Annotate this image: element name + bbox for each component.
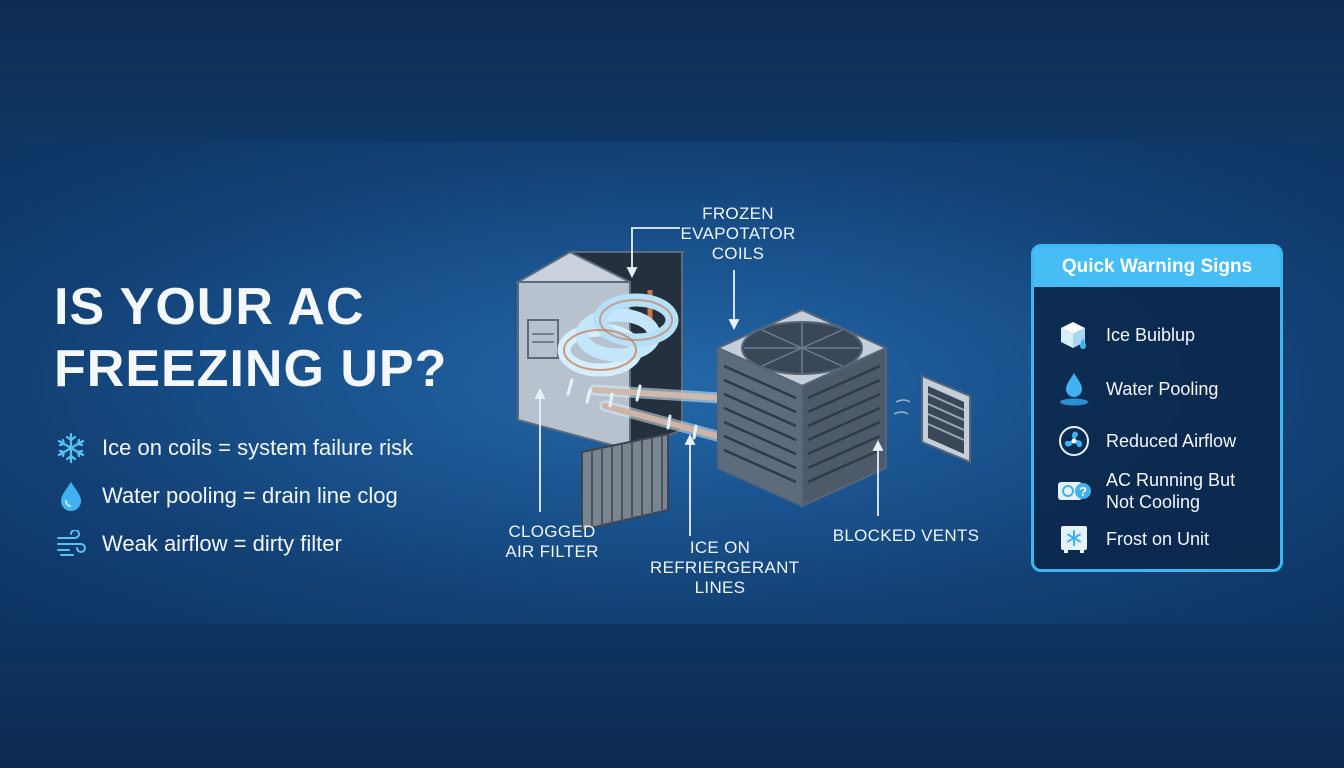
sign-frost-on-unit: Frost on Unit — [1056, 521, 1209, 557]
bullet-water-text: Water pooling = drain line clog — [102, 483, 398, 508]
ac-diagram: FROZEN EVAPOTATOR COILS CLOGGED AIR FILT… — [500, 190, 1020, 610]
fan-icon — [1056, 423, 1092, 459]
warning-signs-panel: Quick Warning Signs Ice Buiblup Water Po… — [1031, 244, 1283, 572]
snowflake-icon — [54, 431, 88, 465]
water-drop-icon — [54, 479, 88, 513]
callout-frozen-coils-line-1: FROZEN — [702, 204, 774, 223]
bullet-airflow-text: Weak airflow = dirty filter — [102, 531, 342, 556]
svg-text:?: ? — [1079, 484, 1087, 499]
bottom-background — [0, 624, 1344, 768]
sign-ice-buildup-label: Ice Buiblup — [1106, 325, 1196, 345]
sign-reduced-airflow: Reduced Airflow — [1056, 423, 1236, 459]
ac-illustration — [514, 227, 971, 536]
sign-ice-buildup: Ice Buiblup — [1056, 317, 1195, 353]
water-pooling-icon — [1056, 371, 1092, 407]
bullet-ice-text: Ice on coils = system failure risk — [102, 435, 414, 460]
callout-pointers — [534, 227, 884, 536]
ac-unit-question-icon: ? — [1056, 473, 1092, 509]
callout-clogged-filter: CLOGGED AIR FILTER — [500, 522, 604, 562]
callout-frozen-coils-line-3: COILS — [711, 244, 765, 263]
bullet-list: Ice on coils = system failure risk Water… — [54, 424, 413, 568]
sign-not-cooling-label: AC Running But Not Cooling — [1106, 469, 1235, 513]
callout-ice-lines-line-1: ICE ON — [689, 538, 751, 557]
frost-unit-icon — [1056, 521, 1092, 557]
callout-ice-lines-line-3: LINES — [694, 578, 746, 597]
air-filter — [581, 432, 669, 532]
sign-not-cooling-line-1: AC Running But — [1106, 470, 1236, 490]
wind-icon — [54, 527, 88, 561]
sign-not-cooling: ? AC Running But Not Cooling — [1056, 469, 1235, 513]
bullet-ice: Ice on coils = system failure risk — [54, 424, 413, 472]
callout-frozen-coils-line-2: EVAPOTATOR — [680, 224, 796, 243]
callout-clogged-filter-line-1: CLOGGED — [508, 522, 596, 541]
headline-line-1: IS YOUR AC — [54, 278, 365, 336]
top-background — [0, 0, 1344, 142]
headline: IS YOUR AC FREEZING UP? — [54, 276, 447, 400]
sign-not-cooling-line-2: Not Cooling — [1106, 492, 1201, 512]
sign-reduced-airflow-label: Reduced Airflow — [1106, 431, 1237, 451]
callout-ice-lines-line-2: REFRIERGERANT — [650, 558, 800, 577]
outdoor-unit — [715, 308, 889, 508]
callout-blocked-vents-text: BLOCKED VENTS — [832, 526, 980, 545]
callout-blocked-vents: BLOCKED VENTS — [826, 526, 986, 546]
headline-line-2: FREEZING UP? — [54, 340, 448, 398]
sign-water-pooling-label: Water Pooling — [1106, 379, 1219, 399]
bullet-airflow: Weak airflow = dirty filter — [54, 520, 413, 568]
callout-frozen-coils: FROZEN EVAPOTATOR COILS — [678, 204, 798, 264]
callout-ice-lines: ICE ON REFRIERGERANT LINES — [650, 538, 800, 598]
panel-title: Quick Warning Signs — [1034, 247, 1280, 287]
vent-grille — [893, 374, 971, 464]
callout-clogged-filter-line-2: AIR FILTER — [505, 542, 599, 561]
sign-water-pooling: Water Pooling — [1056, 371, 1218, 407]
ice-cube-icon — [1056, 317, 1092, 353]
sign-frost-on-unit-label: Frost on Unit — [1106, 529, 1210, 549]
bullet-water: Water pooling = drain line clog — [54, 472, 413, 520]
frozen-coils — [557, 293, 698, 440]
